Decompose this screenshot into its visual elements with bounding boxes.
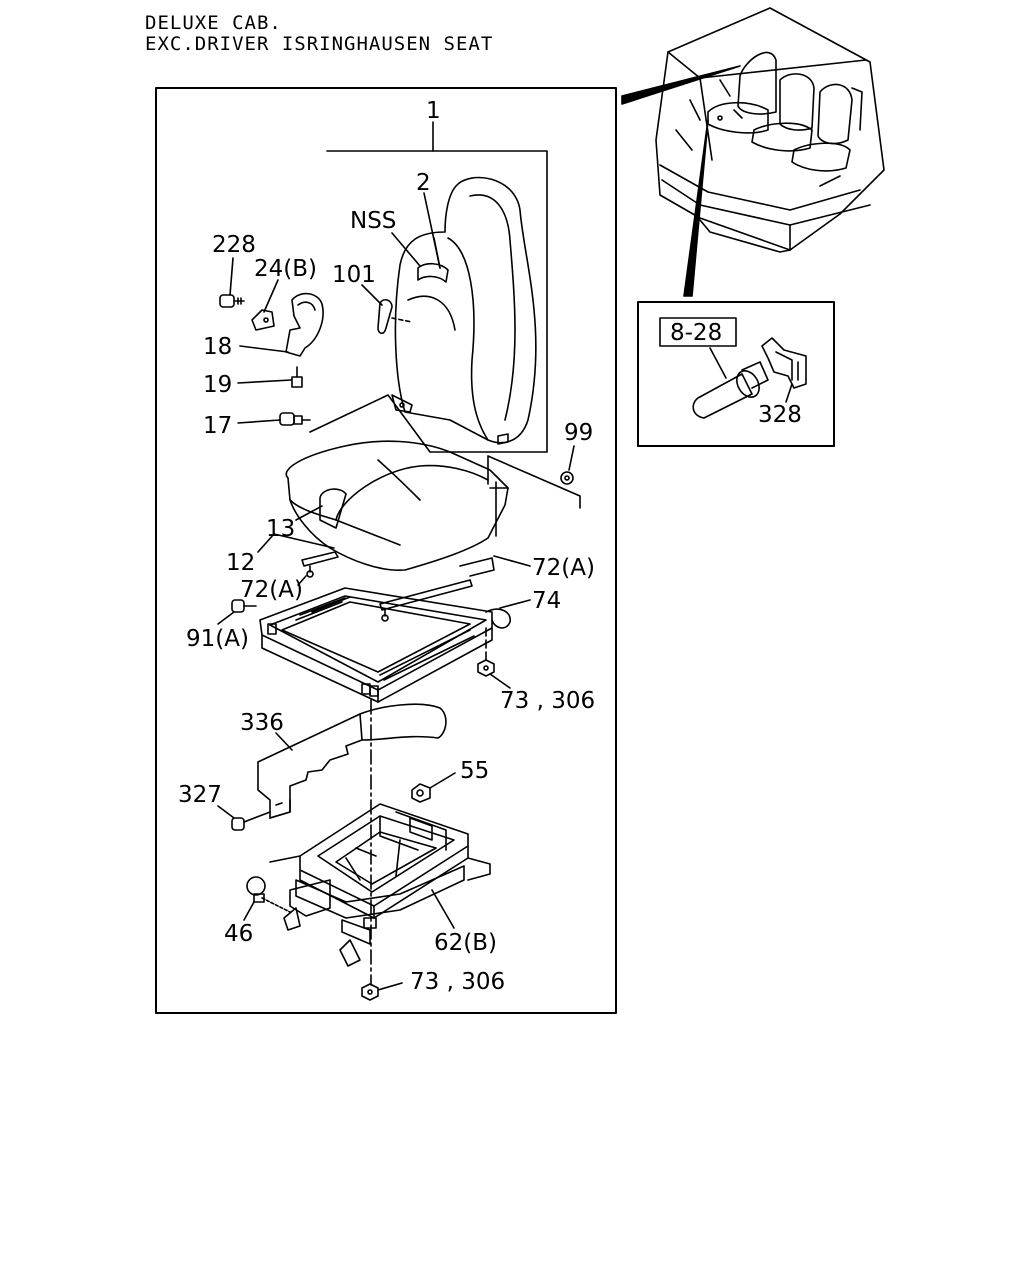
- screw-19: [291, 366, 303, 388]
- bolt-228: [219, 294, 245, 308]
- seat-back-drawing: [377, 176, 537, 445]
- bolt-17: [279, 412, 311, 426]
- callout-13-leader: [295, 505, 323, 521]
- cab-pointer-arrow-lower: [683, 119, 709, 297]
- callout-327-leader: [217, 805, 235, 819]
- inset-frame: [637, 301, 835, 447]
- callout-101: 101: [332, 262, 376, 288]
- screw-327: [231, 811, 271, 831]
- callout-18: 18: [203, 334, 232, 360]
- callout-72a-left: 72(A): [240, 577, 303, 603]
- callout-55-leader: [429, 772, 456, 789]
- callout-2-leader: [423, 192, 441, 269]
- part-328-drawing: [692, 337, 807, 419]
- callout-328-leader: [785, 383, 793, 403]
- callout-228-leader: [229, 257, 234, 296]
- cover-336: [257, 703, 447, 819]
- cover-18: [285, 292, 324, 357]
- seat-base-62b: [269, 803, 491, 967]
- seatback-subassembly-box: [309, 150, 548, 453]
- callout-55: 55: [460, 758, 489, 784]
- callout-46: 46: [224, 921, 253, 947]
- seat-cushion-drawing: [285, 440, 509, 571]
- callout-62b: 62(B): [434, 930, 497, 956]
- seat-frame-drawing: [259, 587, 511, 703]
- callout-328: 328: [758, 402, 802, 428]
- callout-46-leader: [243, 901, 255, 921]
- inset-ref-label: 8-28: [670, 320, 722, 346]
- nut-73-306-bottom: [361, 983, 379, 1001]
- knob-46: [246, 876, 291, 913]
- callout-labels: 1 2 NSS 101 228 24(B) 18 19 17 99 13 12 …: [178, 98, 802, 995]
- callout-nss: NSS: [350, 208, 396, 234]
- cab-pointer-arrow: [621, 65, 741, 105]
- cab-view-drawing: [655, 7, 885, 253]
- callout-73-306-bottom: 73 , 306: [410, 969, 505, 995]
- callout-17: 17: [203, 413, 232, 439]
- callout-nss-leader: [391, 232, 421, 267]
- callout-12: 12: [226, 550, 255, 576]
- callout-73-306-top: 73 , 306: [500, 688, 595, 714]
- main-frame: [155, 87, 617, 1014]
- callout-336-leader: [275, 732, 293, 751]
- callout-74-leader: [499, 599, 531, 609]
- callout-91a: 91(A): [186, 626, 249, 652]
- callout-73-306-top-leader: [489, 673, 511, 689]
- callout-101-leader: [361, 284, 383, 306]
- callout-2: 2: [416, 170, 431, 196]
- bolt-91a: [231, 599, 257, 613]
- callout-91a-leader: [217, 611, 235, 625]
- callout-18-leader: [239, 345, 289, 353]
- callout-19-leader: [237, 379, 292, 384]
- callout-327: 327: [178, 782, 222, 808]
- callout-24b: 24(B): [254, 256, 317, 282]
- callout-73-306-bottom-leader: [377, 982, 403, 991]
- callout-17-leader: [237, 419, 281, 424]
- callout-72a-right-leader: [493, 555, 531, 567]
- inset-ref-box: [659, 317, 737, 347]
- callout-19: 19: [203, 372, 232, 398]
- callout-12-bracket: [257, 533, 335, 553]
- diagram-title-line-1: DELUXE CAB.: [145, 12, 282, 34]
- callout-24b-leader: [263, 279, 279, 313]
- slide-rail-upper: [301, 551, 339, 578]
- callout-13: 13: [266, 516, 295, 542]
- callout-99-leader: [568, 445, 575, 471]
- callout-228: 228: [212, 232, 256, 258]
- callout-62b-leader: [431, 889, 455, 929]
- callout-336: 336: [240, 710, 284, 736]
- slide-rail-right-bracket: [459, 557, 495, 577]
- callout-1: 1: [426, 98, 441, 124]
- nut-55: [411, 783, 431, 803]
- diagram-title-line-2: EXC.DRIVER ISRINGHAUSEN SEAT: [145, 33, 494, 55]
- callout-99: 99: [564, 420, 593, 446]
- callout-74: 74: [532, 588, 561, 614]
- callout-72a-right: 72(A): [532, 555, 595, 581]
- washer-99: [560, 471, 574, 485]
- nut-73-306-top: [477, 627, 495, 677]
- callout-72a-left-leader: [297, 575, 307, 586]
- bracket-24b: [251, 309, 275, 331]
